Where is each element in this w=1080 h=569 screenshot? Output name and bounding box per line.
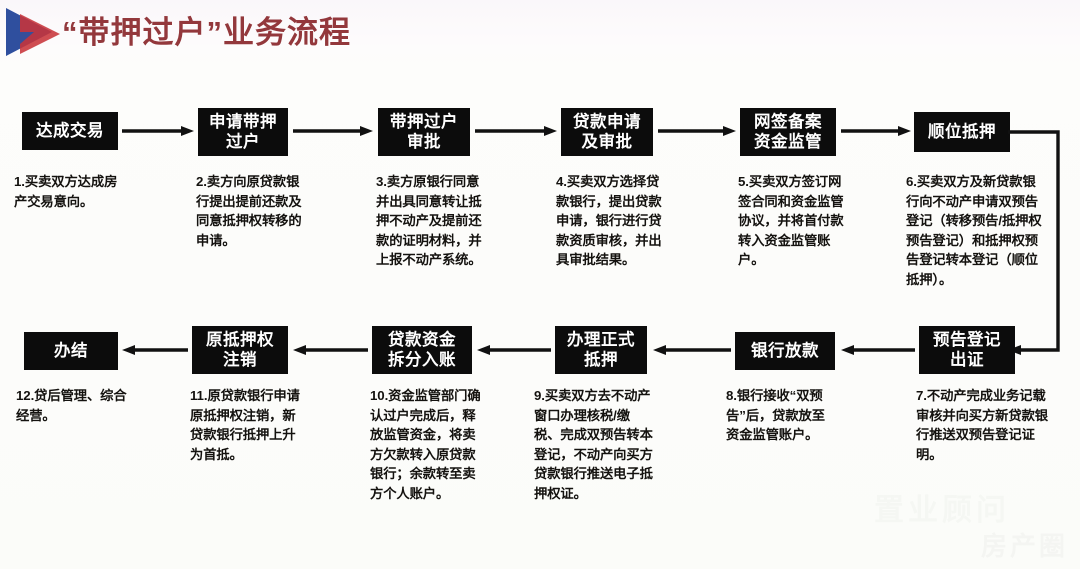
flow-node-12[interactable]: 办结 xyxy=(24,332,118,370)
flow-node-12-label: 办结 xyxy=(54,342,88,360)
flow-desc-5: 5.买卖双方签订网签合同和资金监管协议，并将首付款转入资金监管账户。 xyxy=(738,174,844,267)
header-band: “带押过户”业务流程 xyxy=(0,0,1080,66)
watermark: 房产圈 xyxy=(980,531,1068,561)
flow-node-6-label: 顺位抵押 xyxy=(928,123,996,141)
flow-node-8-label: 银行放款 xyxy=(751,342,819,360)
flow-desc-3: 3.卖方原银行同意并出具同意转让抵押不动产及提前还款的证明材料，并上报不动产系统… xyxy=(376,174,482,267)
flow-node-3[interactable]: 带押过户 审批 xyxy=(378,108,470,156)
arrow-9-to-10 xyxy=(477,344,551,356)
arrow-3-to-4 xyxy=(475,125,557,137)
flow-node-1[interactable]: 达成交易 xyxy=(22,112,118,150)
flow-node-9-label: 办理正式 抵押 xyxy=(567,331,635,369)
flow-desc-7: 7.不动产完成业务记载审核并向买方新贷款银行推送双预告登记证明。 xyxy=(916,388,1048,462)
flow-node-9[interactable]: 办理正式 抵押 xyxy=(555,326,647,374)
arrow-8-to-9 xyxy=(653,344,731,356)
flow-node-3-label: 带押过户 审批 xyxy=(390,113,458,151)
flow-desc-1: 1.买卖双方达成房产交易意向。 xyxy=(14,174,118,209)
flow-desc-4: 4.买卖双方选择贷款银行，提出贷款申请，银行进行贷款资质审核，并出具审批结果。 xyxy=(556,174,662,267)
flow-desc-11: 11.原贷款银行申请原抵押权注销，新贷款银行抵押上升为首抵。 xyxy=(190,388,300,462)
page-title: “带押过户”业务流程 xyxy=(62,15,351,50)
flow-node-10[interactable]: 贷款资金 拆分入账 xyxy=(372,326,472,374)
flow-node-5[interactable]: 网签备案 资金监管 xyxy=(740,108,836,156)
flow-node-8[interactable]: 银行放款 xyxy=(735,332,835,370)
flow-desc-9: 9.买卖双方去不动产窗口办理核税/缴税、完成双预告转本登记，不动产向买方贷款银行… xyxy=(534,388,653,501)
flow-node-5-label: 网签备案 资金监管 xyxy=(754,113,822,151)
arrow-4-to-5 xyxy=(658,125,736,137)
arrow-11-to-12 xyxy=(122,344,188,356)
flow-desc-8: 8.银行接收“双预告”后，贷款放至资金监管账户。 xyxy=(726,388,825,442)
flow-node-10-label: 贷款资金 拆分入账 xyxy=(388,331,456,369)
flow-desc-10: 10.资金监管部门确认过户完成后，释放监管资金，将卖方欠款转入原贷款银行；余款转… xyxy=(370,388,481,501)
arrow-1-to-2 xyxy=(122,125,194,137)
flow-node-6[interactable]: 顺位抵押 xyxy=(914,112,1010,152)
flow-node-2[interactable]: 申请带押 过户 xyxy=(198,108,288,156)
flow-node-11[interactable]: 原抵押权 注销 xyxy=(192,326,288,374)
flow-node-7-label: 预告登记 出证 xyxy=(933,331,1001,369)
arrow-10-to-11 xyxy=(293,344,368,356)
flow-desc-12: 12.贷后管理、综合经营。 xyxy=(16,388,127,423)
flow-node-4-label: 贷款申请 及审批 xyxy=(573,113,641,151)
watermark-secondary: 置业顾问 xyxy=(874,485,1010,529)
arrow-5-to-6 xyxy=(841,125,911,137)
arrow-2-to-3 xyxy=(293,125,373,137)
flow-node-7[interactable]: 预告登记 出证 xyxy=(919,326,1015,374)
arrow-7-to-8 xyxy=(841,344,915,356)
flow-node-4[interactable]: 贷款申请 及审批 xyxy=(561,108,653,156)
flow-node-11-label: 原抵押权 注销 xyxy=(206,331,274,369)
blue-red-arrow-logo-icon xyxy=(4,6,62,62)
flow-node-1-label: 达成交易 xyxy=(36,122,104,140)
flow-desc-6: 6.买卖双方及新贷款银行向不动产申请双预告登记（转移预告/抵押权预告登记）和抵押… xyxy=(906,174,1042,287)
flow-node-2-label: 申请带押 过户 xyxy=(209,113,277,151)
flow-desc-2: 2.卖方向原贷款银行提出提前还款及同意抵押权转移的申请。 xyxy=(196,174,302,248)
